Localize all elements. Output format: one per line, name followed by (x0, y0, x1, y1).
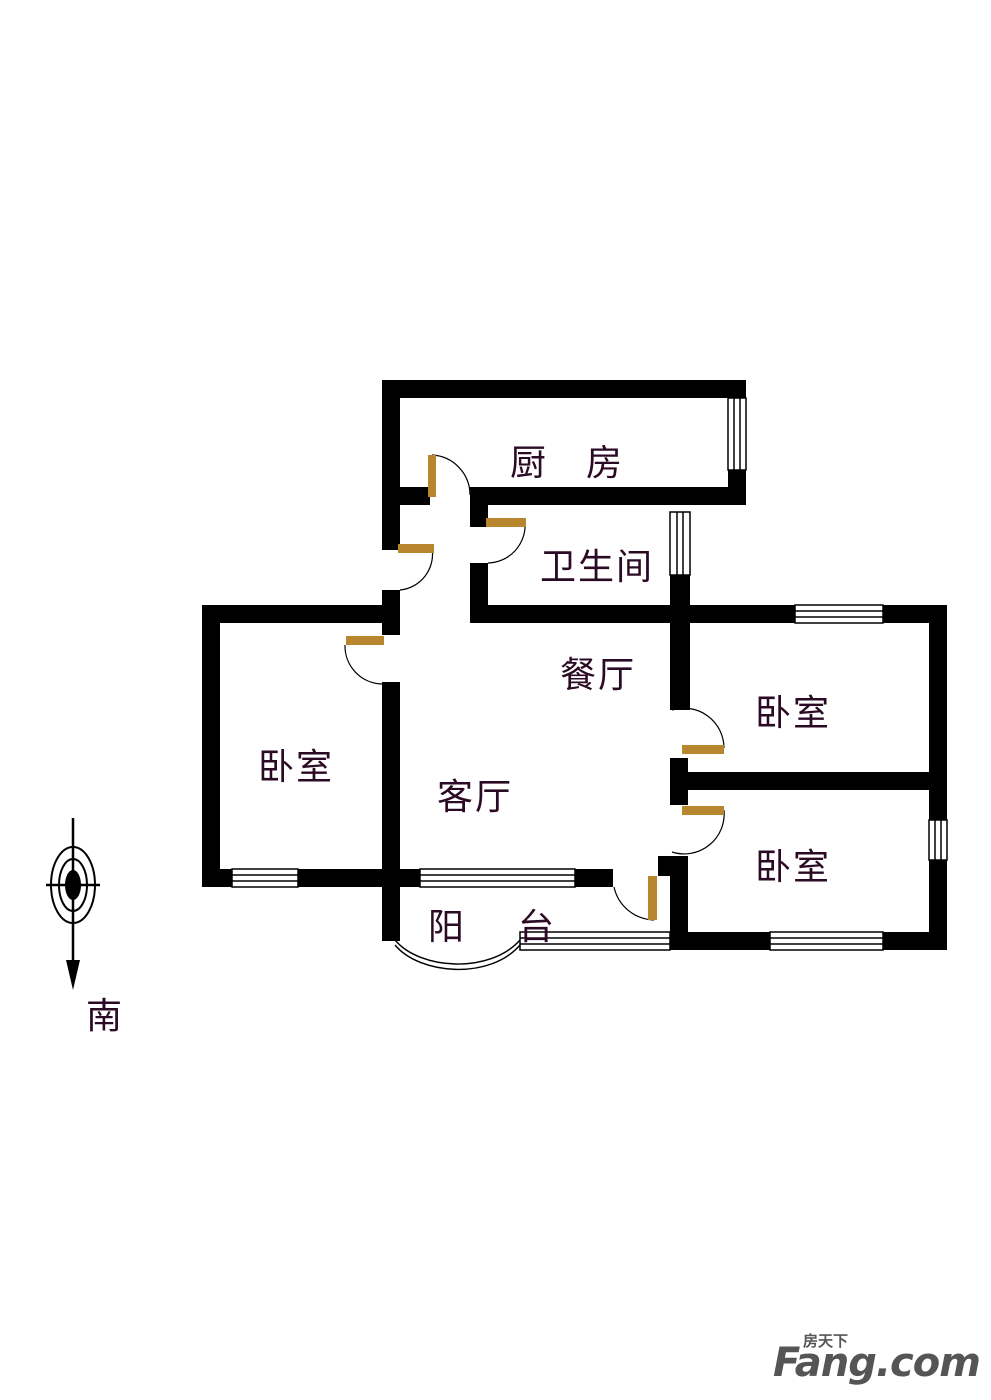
door-balcony-arc (394, 939, 521, 971)
door-leaf (486, 518, 526, 527)
watermark-big-text: Fang.com (773, 1340, 981, 1386)
wall-bed-w-south-left (202, 869, 232, 887)
compass-south-label: 南 (86, 996, 123, 1037)
wall-bed-w-north (202, 605, 400, 623)
wall-kitchen-south (470, 487, 746, 505)
door-leaf (346, 636, 384, 645)
door-leaf (428, 455, 436, 497)
room-label-balcony-1: 阳 (428, 907, 467, 948)
door-arc (671, 809, 725, 855)
wall-bed-e-divider (688, 772, 947, 790)
walls (202, 380, 947, 950)
door-bathroom (486, 518, 526, 564)
wall-bed-e-east-upper (929, 605, 947, 820)
door-arc (431, 454, 471, 496)
window-bath-east (669, 511, 691, 576)
watermark-small-text: 房天下 (803, 1332, 849, 1350)
balcony-curve (394, 944, 521, 971)
window-kitchen-east (727, 397, 747, 471)
door-leaf (682, 806, 724, 815)
doors (344, 454, 725, 971)
wall-bath-west (470, 487, 488, 527)
wall-bath-south (470, 605, 690, 623)
door-entry (398, 544, 434, 591)
room-label-bedroom-east-north: 卧室 (755, 693, 832, 734)
balcony-curve (394, 939, 521, 965)
wall-bed-w-south-mid (298, 869, 420, 887)
wall-bed-w-west (202, 605, 220, 887)
door-arc (487, 521, 526, 564)
door-leaf (648, 876, 657, 920)
door-bedroom-east-south (671, 806, 725, 855)
wall-bed-w-east (382, 682, 400, 887)
door-bedroom-east-north (671, 707, 725, 754)
door-kitchen (428, 454, 471, 497)
room-label-kitchen: 厨 房 (510, 443, 625, 484)
window-bed-e-east (928, 819, 948, 861)
wall-bed-e-south-left (670, 932, 770, 950)
room-label-balcony-2: 台 (518, 907, 557, 948)
wall-corridor-west (382, 540, 400, 550)
door-leaf (682, 745, 724, 754)
watermark-logo: 房天下 Fang.com (773, 1330, 981, 1390)
wall-kitchen-west (382, 380, 400, 540)
wall-bath-east-lower (670, 575, 690, 710)
wall-bed-e-west-mid (670, 758, 688, 805)
wall-balcony-west (382, 869, 400, 941)
door-bedroom-west (344, 636, 384, 685)
wall-bed-e-south-right (883, 932, 947, 950)
room-label-living: 客厅 (437, 777, 514, 818)
window-bed-e-south (769, 931, 884, 951)
window-living-south (419, 868, 576, 888)
windows (231, 397, 948, 951)
room-label-bedroom-east-south: 卧室 (755, 847, 832, 888)
room-label-bathroom: 卫生间 (540, 547, 655, 588)
door-arc (344, 644, 383, 685)
window-bed-e-north (794, 604, 884, 624)
window-bed-w-south (231, 868, 299, 888)
wall-kitchen-stub (400, 487, 430, 505)
door-arc (671, 707, 725, 749)
door-leaf (398, 544, 434, 553)
wall-balcony-east (670, 856, 688, 950)
room-label-dining: 餐厅 (560, 655, 637, 696)
room-label-bedroom-west: 卧室 (258, 747, 335, 788)
wall-bed-e-east-lower (929, 860, 947, 950)
wall-kitchen-north (382, 380, 746, 398)
wall-bed-e-north-left (670, 605, 795, 623)
door-arc (399, 547, 434, 591)
compass-icon (46, 818, 100, 990)
door-balcony-inner (613, 876, 657, 921)
wall-living-south (575, 869, 613, 887)
